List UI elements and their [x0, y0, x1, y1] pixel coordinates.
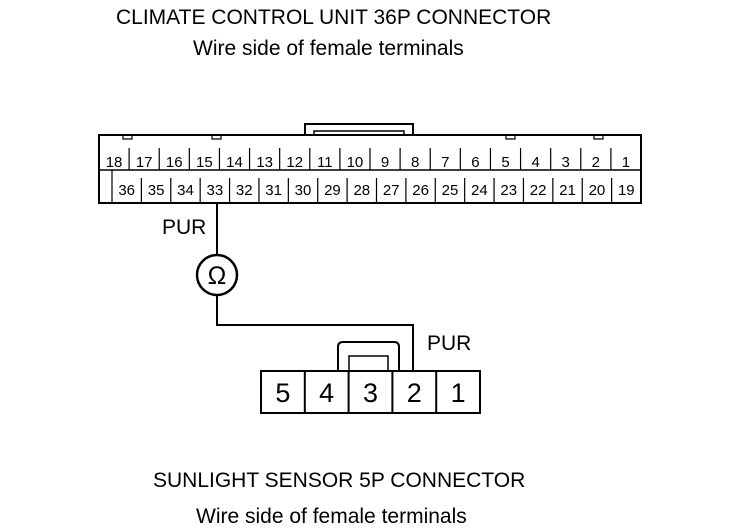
terminal-label: 28 — [353, 182, 370, 199]
climate-control-terminals-lower: 36 35 34 33 32 31 30 29 28 27 26 25 24 23 22 21 20 19 — [118, 182, 634, 199]
climate-control-terminals-upper: 18 17 16 15 14 13 12 11 10 9 8 7 6 5 4 3 2 1 — [106, 154, 630, 171]
ohmmeter-icon: Ω — [195, 253, 239, 297]
terminal-label: 2 — [592, 154, 600, 171]
bottom-connector-subtitle: Wire side of female terminals — [196, 505, 467, 528]
terminal-label: 23 — [500, 182, 517, 199]
test-wire — [216, 203, 414, 371]
ohm-symbol: Ω — [208, 262, 227, 290]
terminal-label: 32 — [236, 182, 253, 199]
terminal-label: 13 — [256, 154, 273, 171]
terminal-label: 5 — [501, 154, 509, 171]
terminal-label: 19 — [618, 182, 635, 199]
terminal-label: 4 — [531, 154, 539, 171]
terminal-label: 22 — [530, 182, 547, 199]
terminal-label: 1 — [451, 378, 466, 408]
top-connector-title: CLIMATE CONTROL UNIT 36P CONNECTOR — [116, 6, 552, 29]
terminal-label: 2 — [407, 378, 422, 408]
terminal-label: 31 — [265, 182, 282, 199]
terminal-label: 25 — [442, 182, 459, 199]
terminal-label: 34 — [177, 182, 194, 199]
climate-control-connector — [98, 123, 642, 204]
top-connector-subtitle: Wire side of female terminals — [193, 37, 464, 60]
terminal-label: 16 — [166, 154, 183, 171]
terminal-label: 35 — [148, 182, 165, 199]
terminal-label: 9 — [381, 154, 389, 171]
terminal-label: 29 — [324, 182, 341, 199]
terminal-label: 15 — [196, 154, 213, 171]
terminal-label: 3 — [562, 154, 570, 171]
terminal-label: 30 — [295, 182, 312, 199]
wire-label-lower: PUR — [427, 332, 471, 355]
terminal-label: 6 — [471, 154, 479, 171]
terminal-label: 20 — [589, 182, 606, 199]
terminal-label: 10 — [347, 154, 364, 171]
terminal-label: 12 — [286, 154, 303, 171]
terminal-label: 3 — [363, 378, 378, 408]
terminal-label: 1 — [622, 154, 630, 171]
terminal-label: 24 — [471, 182, 488, 199]
terminal-label: 17 — [136, 154, 153, 171]
terminal-label: 21 — [559, 182, 576, 199]
terminal-label: 11 — [317, 154, 333, 171]
terminal-label: 7 — [441, 154, 449, 171]
terminal-label: 26 — [412, 182, 429, 199]
bottom-connector-title: SUNLIGHT SENSOR 5P CONNECTOR — [153, 469, 526, 492]
terminal-label: 14 — [226, 154, 243, 171]
terminal-label: 36 — [118, 182, 135, 199]
wire-label-upper: PUR — [162, 216, 206, 239]
terminal-label: 18 — [106, 154, 123, 171]
terminal-label: 8 — [411, 154, 419, 171]
terminal-label: 4 — [319, 378, 334, 408]
terminal-label: 5 — [275, 378, 290, 408]
terminal-label: 27 — [383, 182, 400, 199]
sunlight-sensor-connector — [260, 341, 481, 414]
terminal-label: 33 — [207, 182, 224, 199]
